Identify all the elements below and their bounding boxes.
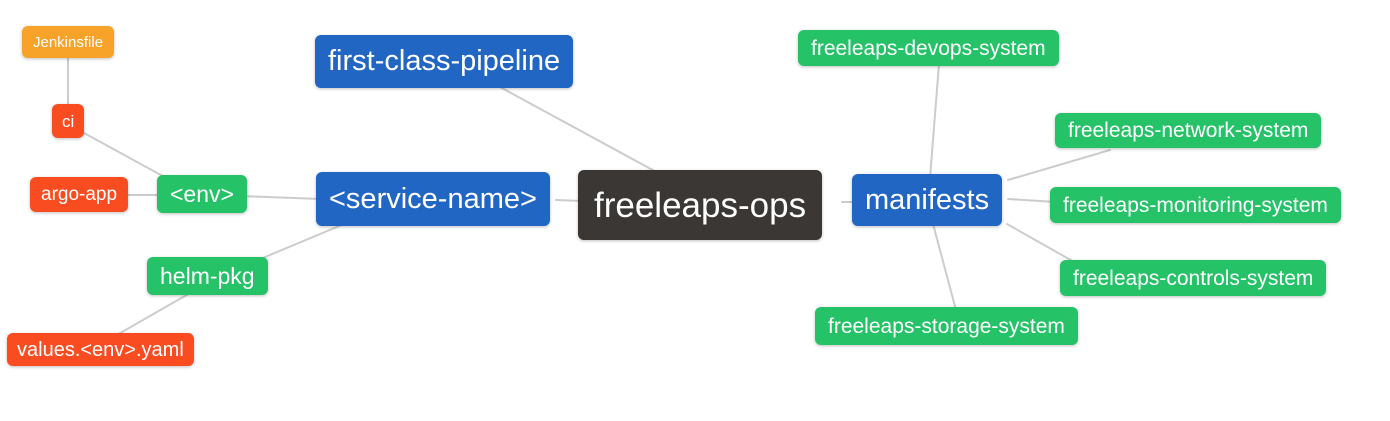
node-freeleaps-ops-label: freeleaps-ops [594,185,807,225]
node-env-label: <env> [170,180,234,207]
node-first-class-pipeline[interactable]: first-class-pipeline [315,35,574,88]
edge-manifests-storage [932,223,957,311]
edge-manifests-controls [1006,223,1077,264]
node-manifests[interactable]: manifests [852,174,1003,226]
node-values-env-yaml-label: values.<env>.yaml [17,338,184,361]
node-freeleaps-devops-system-label: freeleaps-devops-system [811,36,1046,60]
edge-helm-pkg-values [114,292,191,337]
node-freeleaps-controls-system-label: freeleaps-controls-system [1073,266,1314,290]
edge-manifests-monitoring [1007,198,1057,203]
node-freeleaps-storage-system-label: freeleaps-storage-system [828,314,1065,338]
edge-ci-env [83,132,171,181]
node-env[interactable]: <env> [157,175,247,213]
node-freeleaps-storage-system[interactable]: freeleaps-storage-system [815,307,1078,345]
node-freeleaps-monitoring-system-label: freeleaps-monitoring-system [1063,193,1328,217]
node-freeleaps-controls-system[interactable]: freeleaps-controls-system [1060,260,1327,296]
node-freeleaps-ops-root[interactable]: freeleaps-ops [578,170,823,240]
node-helm-pkg[interactable]: helm-pkg [147,257,268,295]
edge-service-name-helm-pkg [257,223,345,261]
edge-pipeline-root [499,86,661,175]
node-ci-label: ci [62,111,75,131]
node-freeleaps-network-system-label: freeleaps-network-system [1068,119,1309,142]
node-argo-app[interactable]: argo-app [30,177,129,212]
edge-service-name-root [555,199,583,202]
node-service-name[interactable]: <service-name> [316,172,550,226]
node-jenkinsfile-label: Jenkinsfile [33,33,104,51]
node-jenkinsfile[interactable]: Jenkinsfile [22,26,115,58]
node-freeleaps-monitoring-system[interactable]: freeleaps-monitoring-system [1050,187,1341,223]
node-argo-app-label: argo-app [41,184,118,205]
node-ci[interactable]: ci [52,104,85,138]
node-freeleaps-devops-system[interactable]: freeleaps-devops-system [798,30,1059,66]
node-helm-pkg-label: helm-pkg [160,262,255,289]
edge-manifests-devops [929,63,940,179]
node-values-env-yaml[interactable]: values.<env>.yaml [7,333,194,366]
edge-manifests-network [1007,149,1111,181]
edge-env-service-name [239,195,321,200]
node-first-class-pipeline-label: first-class-pipeline [328,45,561,77]
node-freeleaps-network-system[interactable]: freeleaps-network-system [1055,113,1322,148]
node-manifests-label: manifests [865,183,990,216]
node-service-name-label: <service-name> [329,182,537,215]
